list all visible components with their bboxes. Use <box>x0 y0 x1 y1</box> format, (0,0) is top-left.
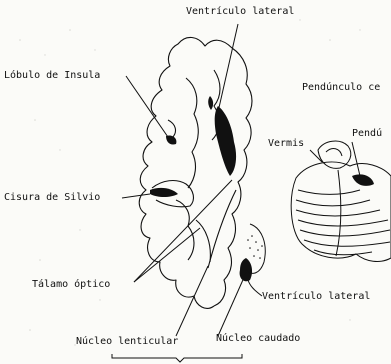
internal-capsule-line <box>208 190 236 268</box>
cerebellar-peduncle-dark <box>352 174 374 186</box>
lateral-ventricle-upper <box>215 106 236 176</box>
caudate-nucleus-stipple <box>247 235 263 259</box>
gyrus-fold <box>168 120 175 138</box>
label-talamo-optico: Tálamo óptico <box>32 278 110 290</box>
bottom-bracket <box>112 354 242 362</box>
lateral-ventricle-lower <box>240 258 252 281</box>
sylvian-fissure-dark <box>150 188 178 197</box>
label-nucleo-lenticular: Núcleo lenticular <box>76 335 178 347</box>
ventricle-shapes <box>150 96 252 281</box>
lateral-ventricle-horn <box>208 96 213 110</box>
label-pedunculo-top: Pendúnculo ce <box>302 81 380 93</box>
label-vermis: Vermis <box>268 138 304 149</box>
cerebellum-folia <box>298 220 388 226</box>
gyrus-fold <box>186 78 198 188</box>
leader-ventriculo-lateral-bottom <box>248 280 262 296</box>
cerebellum-folia <box>296 200 370 206</box>
leader-talamo-optico-2 <box>134 228 200 282</box>
cerebellum-folia <box>298 190 360 195</box>
label-cisura-de-silvio: Cisura de Silvio <box>4 192 100 203</box>
leader-nucleo-caudado <box>218 264 250 336</box>
cerebellum-folia <box>296 210 380 216</box>
leader-ventriculo-lateral-top <box>218 24 238 112</box>
brain-hemisphere-section <box>139 37 252 308</box>
cerebellum-folia <box>314 250 372 255</box>
leader-nucleo-lenticular <box>176 266 208 336</box>
cerebellum-section <box>291 141 391 261</box>
label-ventriculo-lateral-bottom: Ventrículo lateral <box>262 290 370 302</box>
leader-cisura-de-silvio <box>122 194 150 198</box>
label-pedunculo-mid: Pendú <box>352 127 382 139</box>
thalamus-outline <box>196 220 210 262</box>
cerebellum-folia <box>300 230 390 236</box>
leader-vermis <box>310 150 322 162</box>
leader-pedunculo <box>352 142 360 176</box>
label-nucleo-caudado: Núcleo caudado <box>216 332 300 344</box>
gyrus-fold <box>176 200 194 260</box>
leader-lobulo-de-insula <box>126 76 170 140</box>
label-ventriculo-lateral-top: Ventrículo lateral <box>186 5 294 17</box>
cerebellum-midline <box>336 170 341 256</box>
label-lobulo-de-insula: Lóbulo de Insula <box>4 69 100 81</box>
vermis-outline <box>326 149 342 156</box>
leader-talamo-optico-1 <box>134 180 232 282</box>
vermis-outline <box>318 141 351 168</box>
cerebellum-folia <box>304 240 390 246</box>
